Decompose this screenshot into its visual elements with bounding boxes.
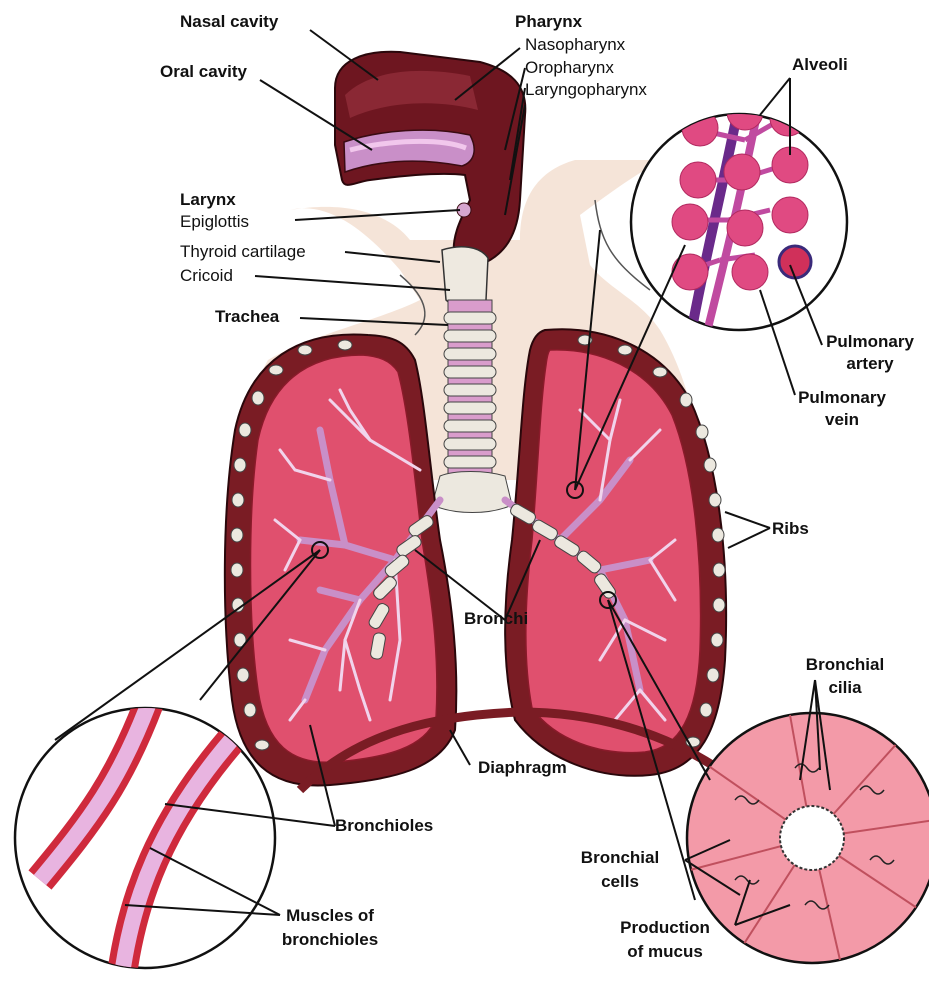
label-muscles-of-bronchioles-line2: bronchioles	[270, 930, 390, 949]
label-alveoli: Alveoli	[792, 55, 848, 74]
label-pulmonary-vein-line1: Pulmonary	[782, 388, 902, 407]
label-bronchioles: Bronchioles	[335, 816, 433, 835]
label-trachea: Trachea	[215, 307, 279, 326]
label-bronchial-cells-line1: Bronchial	[570, 848, 670, 867]
label-bronchial-cilia-line2: cilia	[785, 678, 905, 697]
label-pulmonary-artery-line2: artery	[810, 354, 929, 373]
label-diaphragm: Diaphragm	[478, 758, 567, 777]
label-cricoid: Cricoid	[180, 266, 233, 285]
label-epiglottis: Epiglottis	[180, 212, 249, 231]
label-thyroid-cartilage: Thyroid cartilage	[180, 242, 306, 261]
label-nasal-cavity: Nasal cavity	[180, 12, 278, 31]
label-pulmonary-artery-line1: Pulmonary	[810, 332, 929, 351]
label-laryngopharynx: Laryngopharynx	[525, 80, 647, 99]
label-production-of-mucus-line2: of mucus	[605, 942, 725, 961]
label-pharynx: Pharynx	[515, 12, 582, 31]
label-larynx: Larynx	[180, 190, 236, 209]
left-lung	[225, 334, 456, 785]
larynx-shape	[442, 247, 488, 308]
label-pulmonary-vein-line2: vein	[782, 410, 902, 429]
label-bronchial-cells-line2: cells	[570, 872, 670, 891]
label-ribs: Ribs	[772, 519, 809, 538]
label-bronchi: Bronchi	[464, 609, 528, 628]
alveoli-inset	[631, 94, 847, 340]
label-oropharynx: Oropharynx	[525, 58, 614, 77]
label-nasopharynx: Nasopharynx	[525, 35, 625, 54]
label-production-of-mucus-line1: Production	[605, 918, 725, 937]
label-oral-cavity: Oral cavity	[160, 62, 247, 81]
bronchiole-muscle-inset	[15, 700, 275, 984]
label-muscles-of-bronchioles-line1: Muscles of	[270, 906, 390, 925]
label-bronchial-cilia-line1: Bronchial	[785, 655, 905, 674]
